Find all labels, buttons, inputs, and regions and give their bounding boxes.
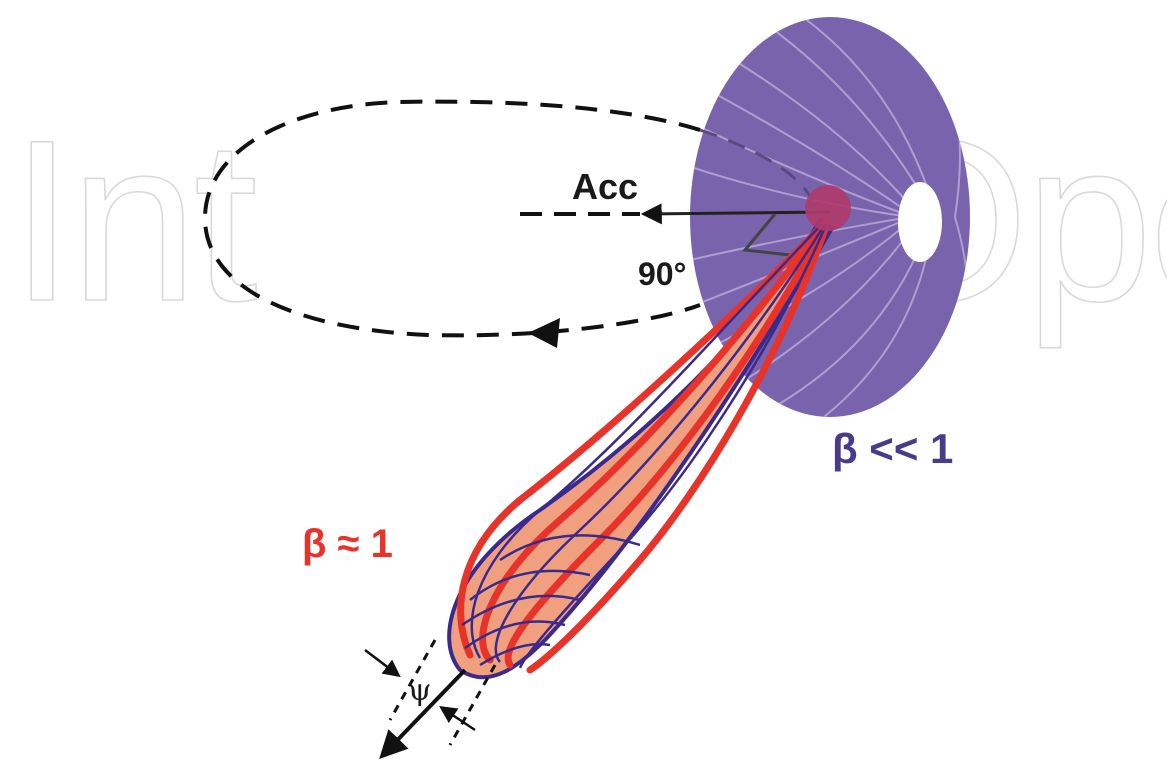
acceleration-label: Acc (572, 166, 638, 207)
orbit-back-arc (202, 99, 701, 338)
opening-angle-label: ψ (408, 673, 432, 708)
disk-hole (898, 182, 942, 262)
relativistic-radiation-lobe (447, 217, 835, 680)
watermark-left: Int (10, 92, 257, 349)
beam-direction-arrow (379, 668, 467, 760)
opening-angle-bound-left (388, 639, 437, 721)
right-angle-marker-icon (742, 213, 791, 257)
opening-angle-pointer-right-icon (439, 706, 476, 732)
orbit-front-arc (699, 128, 814, 201)
opening-angle-pointer-left-icon (364, 649, 401, 678)
accelerating-charge (805, 185, 851, 231)
opening-angle-bound-right (448, 664, 497, 746)
beta-high-label: β ≈ 1 (302, 522, 393, 566)
right-angle-label: 90° (638, 256, 686, 292)
beta-low-label: β << 1 (832, 425, 953, 472)
acceleration-arrow (640, 203, 831, 225)
orbit-direction-arrow-icon (528, 318, 560, 348)
